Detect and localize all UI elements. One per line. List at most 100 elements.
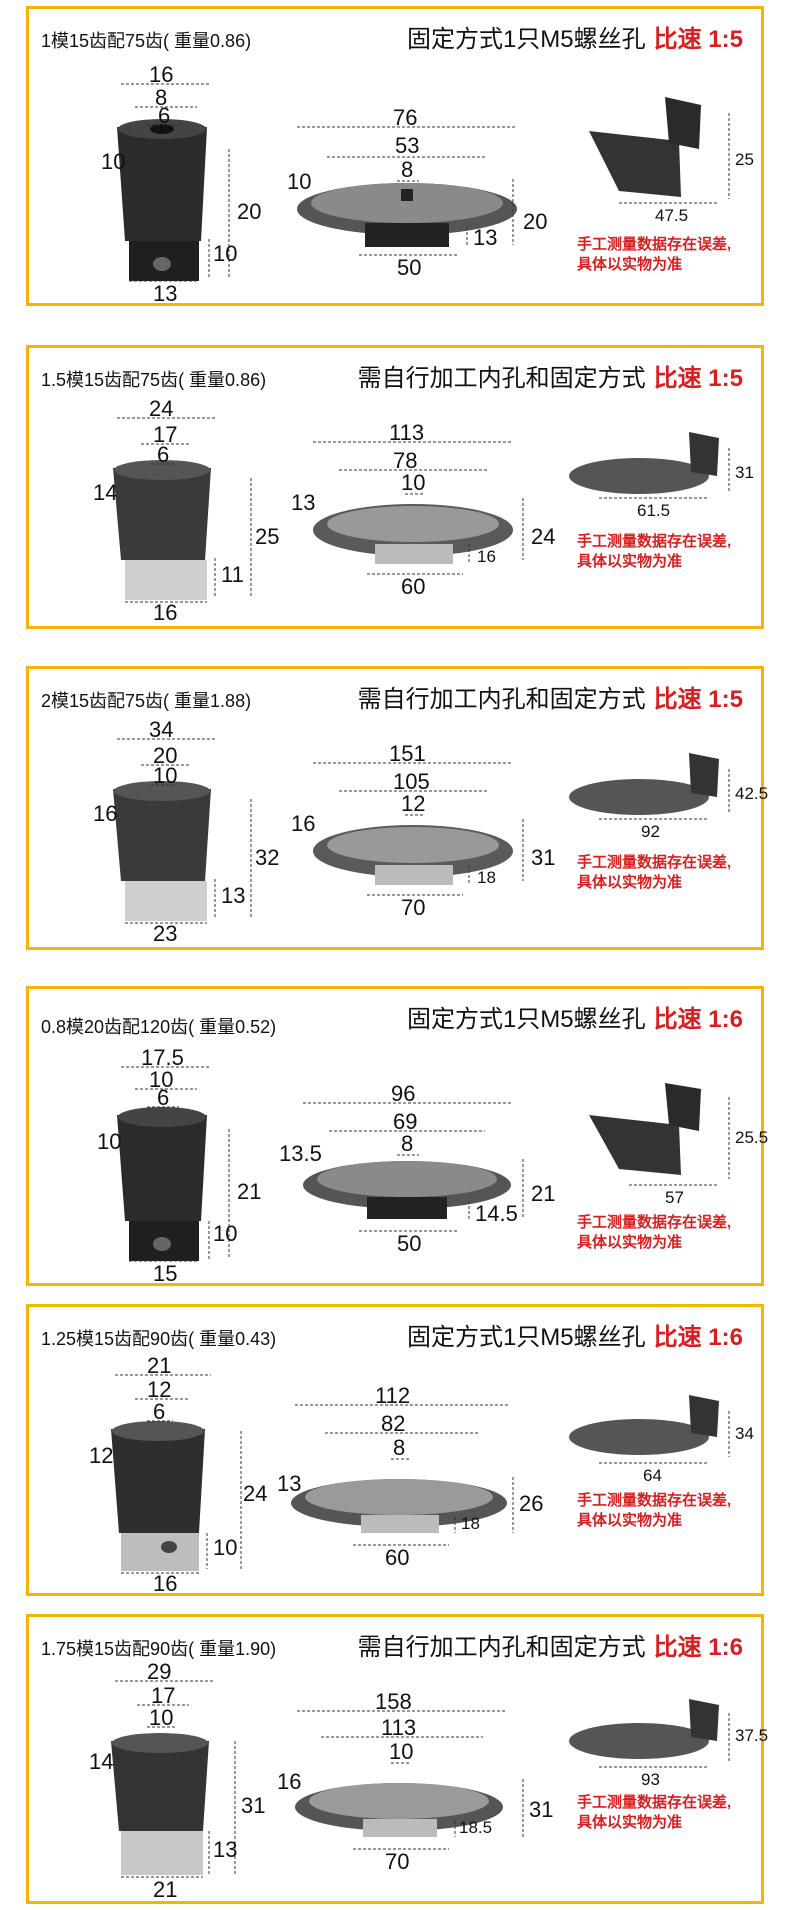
fixing-method: 固定方式1只M5螺丝孔 <box>406 1006 646 1033</box>
pinion-top-diameter: 16 <box>149 62 173 87</box>
pinion-tooth-length: 14 <box>93 480 117 505</box>
pinion-bore: 6 <box>157 442 169 467</box>
spec-title: 1.25模15齿配90齿( 重量0.43) <box>41 1329 277 1349</box>
pinion-height: 21 <box>237 1179 261 1204</box>
assembly-image <box>569 753 719 815</box>
spec-title: 1.5模15齿配75齿( 重量0.86) <box>41 370 267 390</box>
measurement-note: 手工测量数据存在误差, 具体以实物为准 <box>577 1214 732 1251</box>
assembly-width: 93 <box>641 1770 660 1789</box>
speed-ratio: 比速 1:6 <box>653 1006 743 1033</box>
assembly-width: 92 <box>641 822 660 841</box>
pinion-tooth-length: 16 <box>93 801 117 826</box>
assembly-height: 34 <box>735 1424 754 1443</box>
gear-height: 24 <box>531 524 555 549</box>
gear-spec-panel-3: 2模15齿配75齿( 重量1.88) 需自行加工内孔和固定方式比速 1:5 34… <box>26 666 768 950</box>
gear-hub-height: 18.5 <box>459 1818 492 1837</box>
pinion-gear-image <box>117 119 207 281</box>
measurement-note: 手工测量数据存在误差, 具体以实物为准 <box>577 533 732 570</box>
pinion-bore: 10 <box>149 1705 173 1730</box>
gear-bore: 8 <box>393 1435 405 1460</box>
gear-dimension-drawing: 21 12 6 12 24 10 16 112 82 8 13 26 18 60… <box>89 1353 754 1596</box>
spec-header-right: 固定方式1只M5螺丝孔比速 1:5 <box>407 19 743 54</box>
pinion-gear-image <box>113 781 211 921</box>
pinion-top-diameter: 34 <box>149 717 173 742</box>
gear-outer-diameter: 113 <box>389 420 424 445</box>
pinion-base-diameter: 16 <box>153 600 177 625</box>
pinion-height: 31 <box>241 1793 265 1818</box>
gear-spec-panel-4: 0.8模20齿配120齿( 重量0.52) 固定方式1只M5螺丝孔比速 1:6 … <box>26 986 768 1286</box>
gear-dimension-drawing: 24 17 6 14 25 11 16 113 78 10 13 24 16 6… <box>93 396 754 625</box>
gear-dimension-drawing: 16 8 6 10 20 10 13 76 53 8 10 20 13 50 <box>101 62 754 306</box>
pinion-mid-diameter: 8 <box>155 85 167 110</box>
gear-bore: 8 <box>401 1131 413 1156</box>
gear-hub-height: 14.5 <box>475 1201 518 1226</box>
pinion-mid-diameter: 12 <box>147 1377 171 1402</box>
assembly-image <box>589 1083 701 1175</box>
bevel-gear-image <box>291 1479 507 1533</box>
fixing-method: 固定方式1只M5螺丝孔 <box>406 26 646 53</box>
gear-bore: 8 <box>401 157 413 182</box>
pinion-gear-image <box>117 1107 207 1261</box>
bevel-gear-image <box>297 183 517 247</box>
gear-base-diameter: 60 <box>385 1545 409 1570</box>
gear-dimension-drawing: 17.5 10 6 10 21 10 15 96 69 8 13.5 21 14… <box>97 1045 768 1286</box>
gear-spec-panel-1: 1模15齿配75齿( 重量0.86) 固定方式1只M5螺丝孔比速 1:5 16 … <box>26 6 764 306</box>
pinion-mid-diameter: 17 <box>153 422 177 447</box>
assembly-height: 37.5 <box>735 1726 768 1745</box>
bevel-gear-image <box>313 825 513 885</box>
gear-inner-diameter: 78 <box>393 448 417 473</box>
gear-height: 21 <box>531 1181 555 1206</box>
assembly-image <box>569 1395 719 1455</box>
gear-spec-panel-5: 1.25模15齿配90齿( 重量0.43) 固定方式1只M5螺丝孔比速 1:6 … <box>26 1304 764 1596</box>
gear-hub-height: 18 <box>461 1514 480 1533</box>
pinion-top-diameter: 24 <box>149 396 173 421</box>
fixing-method: 需自行加工内孔和固定方式 <box>357 365 646 392</box>
pinion-gear-image <box>111 1421 205 1571</box>
gear-height: 31 <box>529 1797 553 1822</box>
pinion-height: 24 <box>243 1481 267 1506</box>
fixing-method: 需自行加工内孔和固定方式 <box>357 686 646 713</box>
pinion-hub-height: 10 <box>213 241 237 266</box>
spec-header-right: 需自行加工内孔和固定方式比速 1:5 <box>358 679 743 714</box>
spec-header-right: 固定方式1只M5螺丝孔比速 1:6 <box>407 999 743 1034</box>
pinion-height: 25 <box>255 524 279 549</box>
pinion-bore: 6 <box>158 103 170 128</box>
gear-outer-diameter: 112 <box>375 1383 410 1408</box>
pinion-hub-height: 13 <box>221 883 245 908</box>
pinion-hub-height: 10 <box>213 1535 237 1560</box>
pinion-bore: 6 <box>157 1085 169 1110</box>
gear-base-diameter: 60 <box>401 574 425 599</box>
assembly-height: 25 <box>735 150 754 169</box>
gear-tooth-length: 16 <box>277 1769 301 1794</box>
pinion-gear-image <box>111 1733 209 1875</box>
gear-dimension-drawing: 29 17 10 14 31 13 21 158 113 10 16 31 18… <box>89 1659 768 1902</box>
gear-tooth-length: 13.5 <box>279 1141 322 1166</box>
pinion-base-diameter: 13 <box>153 281 177 306</box>
speed-ratio: 比速 1:5 <box>653 365 743 392</box>
pinion-base-diameter: 15 <box>153 1261 177 1286</box>
speed-ratio: 比速 1:6 <box>653 1324 743 1351</box>
spec-title: 2模15齿配75齿( 重量1.88) <box>41 691 252 711</box>
measurement-note: 手工测量数据存在误差, 具体以实物为准 <box>577 854 732 891</box>
pinion-mid-diameter: 10 <box>149 1067 173 1092</box>
measurement-note: 手工测量数据存在误差, 具体以实物为准 <box>577 1794 732 1831</box>
gear-base-diameter: 70 <box>385 1849 409 1874</box>
pinion-hub-height: 11 <box>221 562 244 587</box>
bevel-gear-image <box>313 504 513 564</box>
speed-ratio: 比速 1:6 <box>653 1634 743 1661</box>
pinion-bore: 6 <box>153 1399 165 1424</box>
gear-height: 20 <box>523 209 547 234</box>
pinion-top-diameter: 21 <box>147 1353 171 1378</box>
fixing-method: 需自行加工内孔和固定方式 <box>357 1634 646 1661</box>
spec-title: 1模15齿配75齿( 重量0.86) <box>41 31 252 51</box>
assembly-width: 64 <box>643 1466 662 1485</box>
pinion-bore: 10 <box>153 763 177 788</box>
gear-outer-diameter: 151 <box>389 741 426 766</box>
assembly-width: 47.5 <box>655 206 688 225</box>
pinion-tooth-length: 10 <box>97 1129 121 1154</box>
pinion-height: 32 <box>255 845 279 870</box>
assembly-height: 25.5 <box>735 1128 768 1147</box>
pinion-base-diameter: 23 <box>153 921 177 946</box>
bevel-gear-image <box>303 1161 511 1219</box>
pinion-height: 20 <box>237 199 261 224</box>
